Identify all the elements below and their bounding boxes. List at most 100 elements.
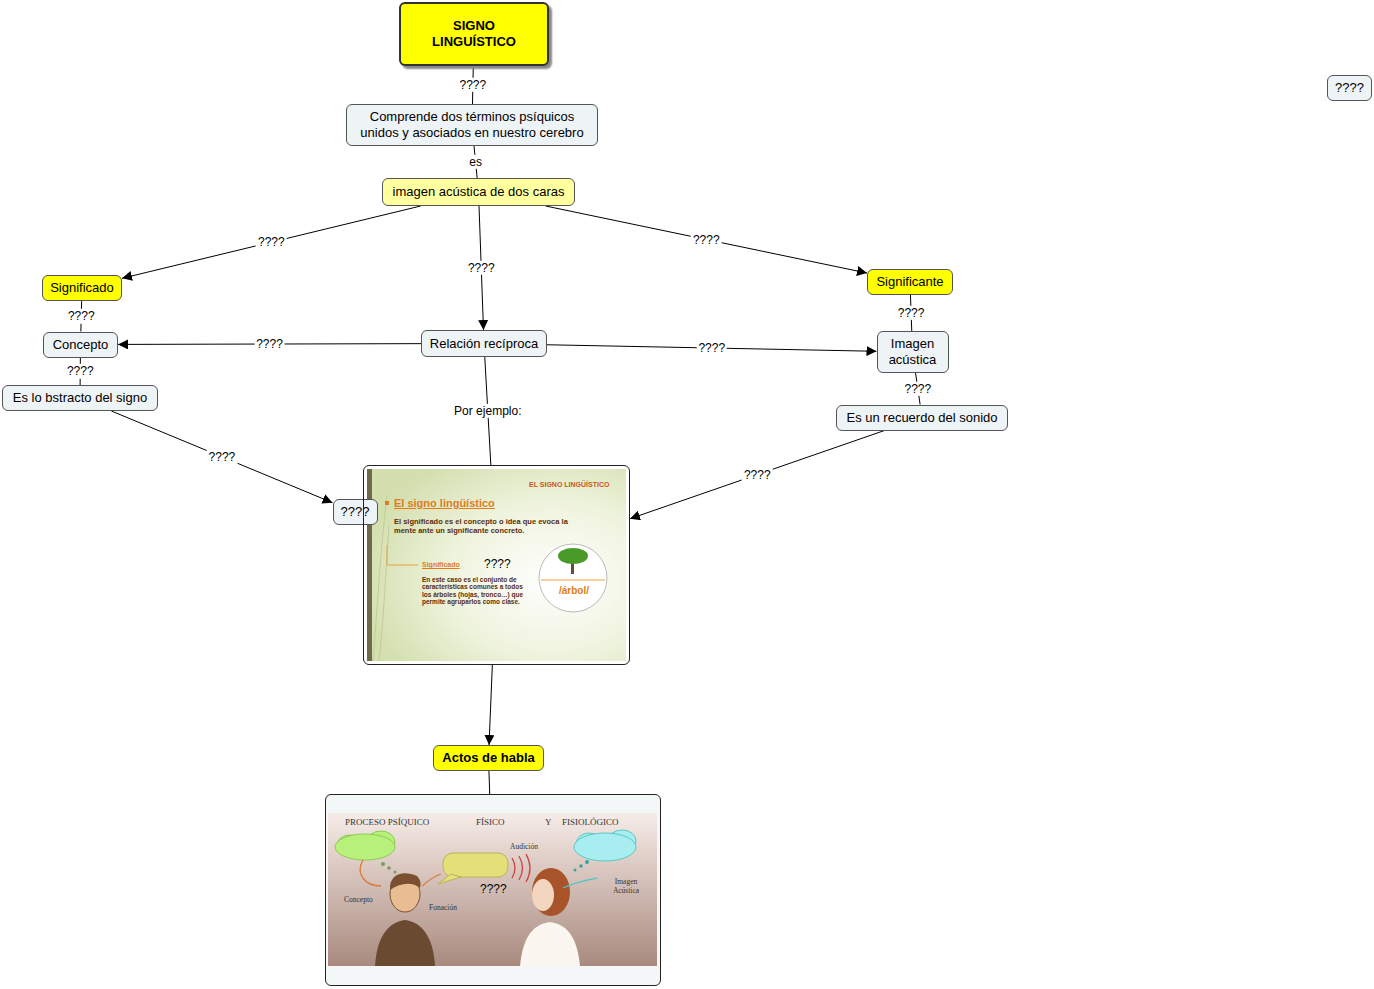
sound-wave	[519, 856, 523, 880]
concept-box: ????	[333, 499, 378, 525]
man-hair	[390, 873, 421, 890]
woman-body	[520, 922, 580, 966]
speech-bubble-tail	[438, 874, 461, 884]
image-text: ????	[484, 558, 511, 572]
thought-dot	[579, 864, 583, 868]
node-label: Concepto	[53, 337, 109, 353]
tree-canopy	[558, 548, 588, 564]
node-label: Es lo bstracto del signo	[13, 390, 147, 406]
slide-bullet	[385, 501, 389, 505]
thought-dot	[394, 871, 397, 874]
connector	[122, 206, 421, 278]
key-concept: Actos de habla	[433, 745, 544, 771]
edge-label: ????	[696, 341, 727, 355]
image-text: El significado es el concepto o idea que…	[394, 518, 589, 535]
node-label: SIGNO LINGUÍSTICO	[414, 18, 534, 49]
node-label: ????	[341, 504, 370, 520]
connector	[910, 295, 911, 331]
key-concept: Significante	[867, 269, 953, 295]
edge-label: ????	[458, 78, 489, 92]
edge-label: ????	[896, 306, 927, 320]
connector	[630, 431, 884, 519]
node-label: Relación recíproca	[430, 336, 538, 352]
connector	[474, 146, 477, 178]
connector	[485, 357, 491, 465]
node-label: Significante	[876, 274, 943, 290]
illustration-node: PROCESO PSÍQUICOFÍSICOYFISIOLÓGICOAudici…	[325, 794, 661, 986]
edge-label: ????	[65, 364, 96, 378]
thought-dot	[585, 860, 589, 864]
node-label: Significado	[50, 280, 114, 296]
concept-box: ????	[1327, 75, 1372, 101]
slide-bracket	[387, 545, 418, 565]
thought-dot	[387, 866, 391, 870]
connector	[916, 373, 921, 405]
image-text: FÍSICO	[476, 817, 505, 827]
thought-cloud-green	[335, 831, 395, 860]
sound-wave	[526, 854, 530, 882]
slide-ground	[367, 469, 626, 661]
thought-dot	[381, 862, 385, 866]
concept-box: Imagen acústica	[877, 331, 949, 373]
cloud-lobe	[574, 833, 636, 861]
connector	[472, 66, 474, 104]
sound-wave	[512, 858, 515, 878]
root-concept: SIGNO LINGUÍSTICO	[399, 2, 549, 66]
image-text: /árbol/	[549, 585, 599, 597]
key-concept: Significado	[42, 275, 122, 301]
cloud-lobe	[335, 834, 395, 860]
node-label: Es un recuerdo del sonido	[846, 410, 997, 426]
woman-face	[532, 879, 554, 911]
node-label: ????	[1335, 80, 1364, 96]
image-text: Significado	[422, 561, 460, 569]
image-text: Concepto	[344, 896, 373, 905]
man-body	[375, 920, 435, 966]
concept-arrow	[360, 860, 381, 886]
node-label: Imagen acústica	[885, 336, 941, 367]
edge-label: ????	[691, 232, 722, 246]
slide-side-bar	[367, 469, 372, 661]
connector	[488, 771, 490, 794]
connector	[489, 665, 492, 745]
concept-box: Comprende dos términos psíquicos unidos …	[346, 104, 598, 146]
connector	[546, 206, 867, 273]
connector	[80, 358, 81, 386]
connector	[547, 345, 877, 352]
connector	[80, 301, 82, 332]
node-label: imagen acústica de dos caras	[393, 184, 565, 200]
thought-cloud-cyan	[574, 830, 636, 861]
concept-box: Concepto	[43, 332, 118, 358]
connector	[479, 206, 484, 330]
image-text: Y	[545, 817, 552, 827]
edge-label: ????	[66, 309, 97, 323]
edge-label: ????	[207, 450, 238, 464]
edge-label: ????	[466, 261, 497, 275]
image-text: EL SIGNO LINGÜÍSTICO	[529, 481, 609, 489]
image-text: FISIOLÓGICO	[562, 817, 619, 827]
concept-box: Relación recíproca	[421, 330, 547, 357]
hearing-arrow	[563, 878, 597, 888]
slide-circle-divider	[541, 580, 605, 581]
concept-box: Es un recuerdo del sonido	[836, 405, 1008, 431]
thought-dot	[574, 869, 577, 872]
speech-bubble	[443, 853, 508, 877]
image-text: ????	[480, 883, 507, 897]
edge-label: ????	[256, 235, 287, 249]
edge-label: ????	[742, 467, 773, 481]
slide-image-node: EL SIGNO LINGÜÍSTICO El signo lingüístico…	[363, 465, 630, 665]
image-text: El signo lingüístico	[394, 497, 495, 510]
edge-label: ????	[902, 382, 933, 396]
edge-label: ????	[254, 337, 285, 351]
image-text: En este caso es el conjunto de caracterí…	[422, 576, 524, 606]
image-text: PROCESO PSÍQUICO	[345, 817, 429, 827]
edge-label: Por ejemplo:	[452, 404, 523, 418]
connector	[118, 343, 421, 345]
node-label: Actos de habla	[442, 750, 534, 766]
image-text: Fonación	[429, 904, 457, 913]
slide-circle	[539, 544, 607, 612]
woman-hair	[532, 868, 570, 916]
